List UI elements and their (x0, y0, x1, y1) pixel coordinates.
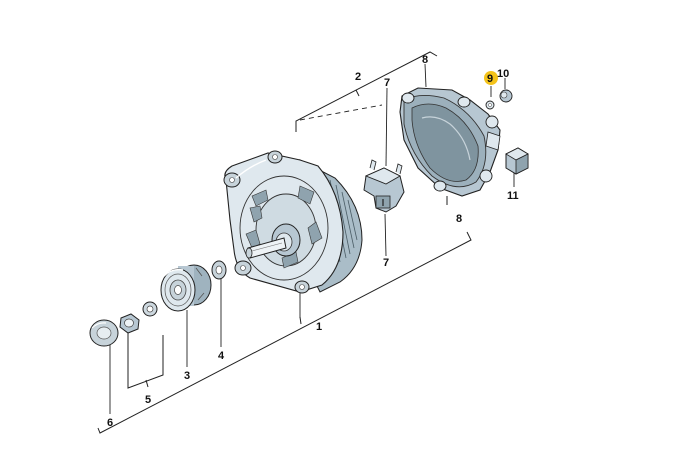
callout-10: 10 (497, 68, 509, 80)
bracket-1 (97, 231, 472, 434)
assembly-brackets (97, 51, 472, 434)
bracket-5-tick (145, 379, 149, 388)
bracket-2 (295, 51, 438, 132)
leader-8-top (424, 63, 427, 88)
callout-9: 9 (487, 73, 493, 85)
alternator-body (223, 150, 363, 294)
callout-7-bottom: 7 (383, 257, 389, 269)
callout-11: 11 (507, 190, 519, 202)
pulley-cover-cap (89, 319, 119, 347)
callout-6: 6 (107, 417, 113, 429)
spacer-ring (211, 260, 227, 280)
rear-cover (399, 87, 501, 197)
callout-7-top: 7 (384, 77, 390, 89)
callout-1: 1 (316, 321, 322, 333)
bracket-2-tick (355, 89, 360, 97)
bracket-1-tick (299, 316, 302, 325)
plug-connector (505, 147, 529, 175)
small-washer (485, 100, 495, 110)
callout-2: 2 (355, 71, 361, 83)
callout-3: 3 (184, 370, 190, 382)
belt-pulley (160, 264, 212, 312)
callout-labels: 1 2 3 4 5 6 7 7 8 8 9 10 11 (107, 54, 519, 429)
pulley-nut (119, 313, 140, 334)
callout-5: 5 (145, 394, 151, 406)
cap-nut (499, 89, 513, 103)
voltage-regulator (363, 159, 405, 213)
leader-axis-dash (299, 104, 383, 121)
callout-8-bottom: 8 (456, 213, 462, 225)
leader-7-top (385, 87, 388, 167)
bracket-5 (127, 330, 164, 389)
pulley-washer (142, 301, 158, 317)
callout-4: 4 (218, 350, 225, 362)
leader-7-bottom (384, 213, 387, 257)
callout-9-highlight (484, 71, 498, 85)
callout-8-top: 8 (422, 54, 428, 66)
